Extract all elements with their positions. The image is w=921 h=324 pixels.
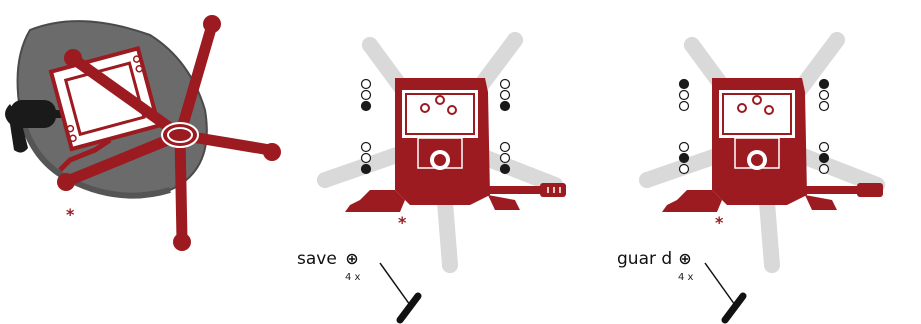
panel-3-screw-count: 4 x xyxy=(678,272,694,283)
t-handle-hex-key-icon xyxy=(379,262,422,324)
hole-indicators-left xyxy=(360,78,372,175)
panel-2-mode-label: save xyxy=(297,249,337,269)
base-hub xyxy=(161,122,199,148)
panel-1-marker: * xyxy=(66,205,75,224)
gas-lever xyxy=(58,137,112,172)
screw-head-icon xyxy=(679,253,691,265)
hole-indicators-left xyxy=(678,78,690,175)
tilt-mechanism xyxy=(345,78,566,212)
hole-indicators-right xyxy=(499,78,511,175)
panel-2-marker: * xyxy=(398,213,407,232)
panel-1-chair-underside: * xyxy=(5,15,281,251)
t-handle-hex-key-icon xyxy=(704,262,747,324)
screw-head-icon xyxy=(346,253,358,265)
hole-indicators-right xyxy=(818,78,830,175)
panel-3-mode-label: guar d xyxy=(617,249,672,269)
panel-3-mechanism-guard: * guar d 4 x xyxy=(617,32,885,324)
tilt-mechanism xyxy=(662,78,883,212)
casters xyxy=(57,15,281,251)
panel-3-marker: * xyxy=(715,213,724,232)
panel-2-screw-count: 4 x xyxy=(345,272,361,283)
mechanism-plate xyxy=(48,45,162,152)
panel-2-mechanism-save: * save 4 x xyxy=(297,32,566,324)
